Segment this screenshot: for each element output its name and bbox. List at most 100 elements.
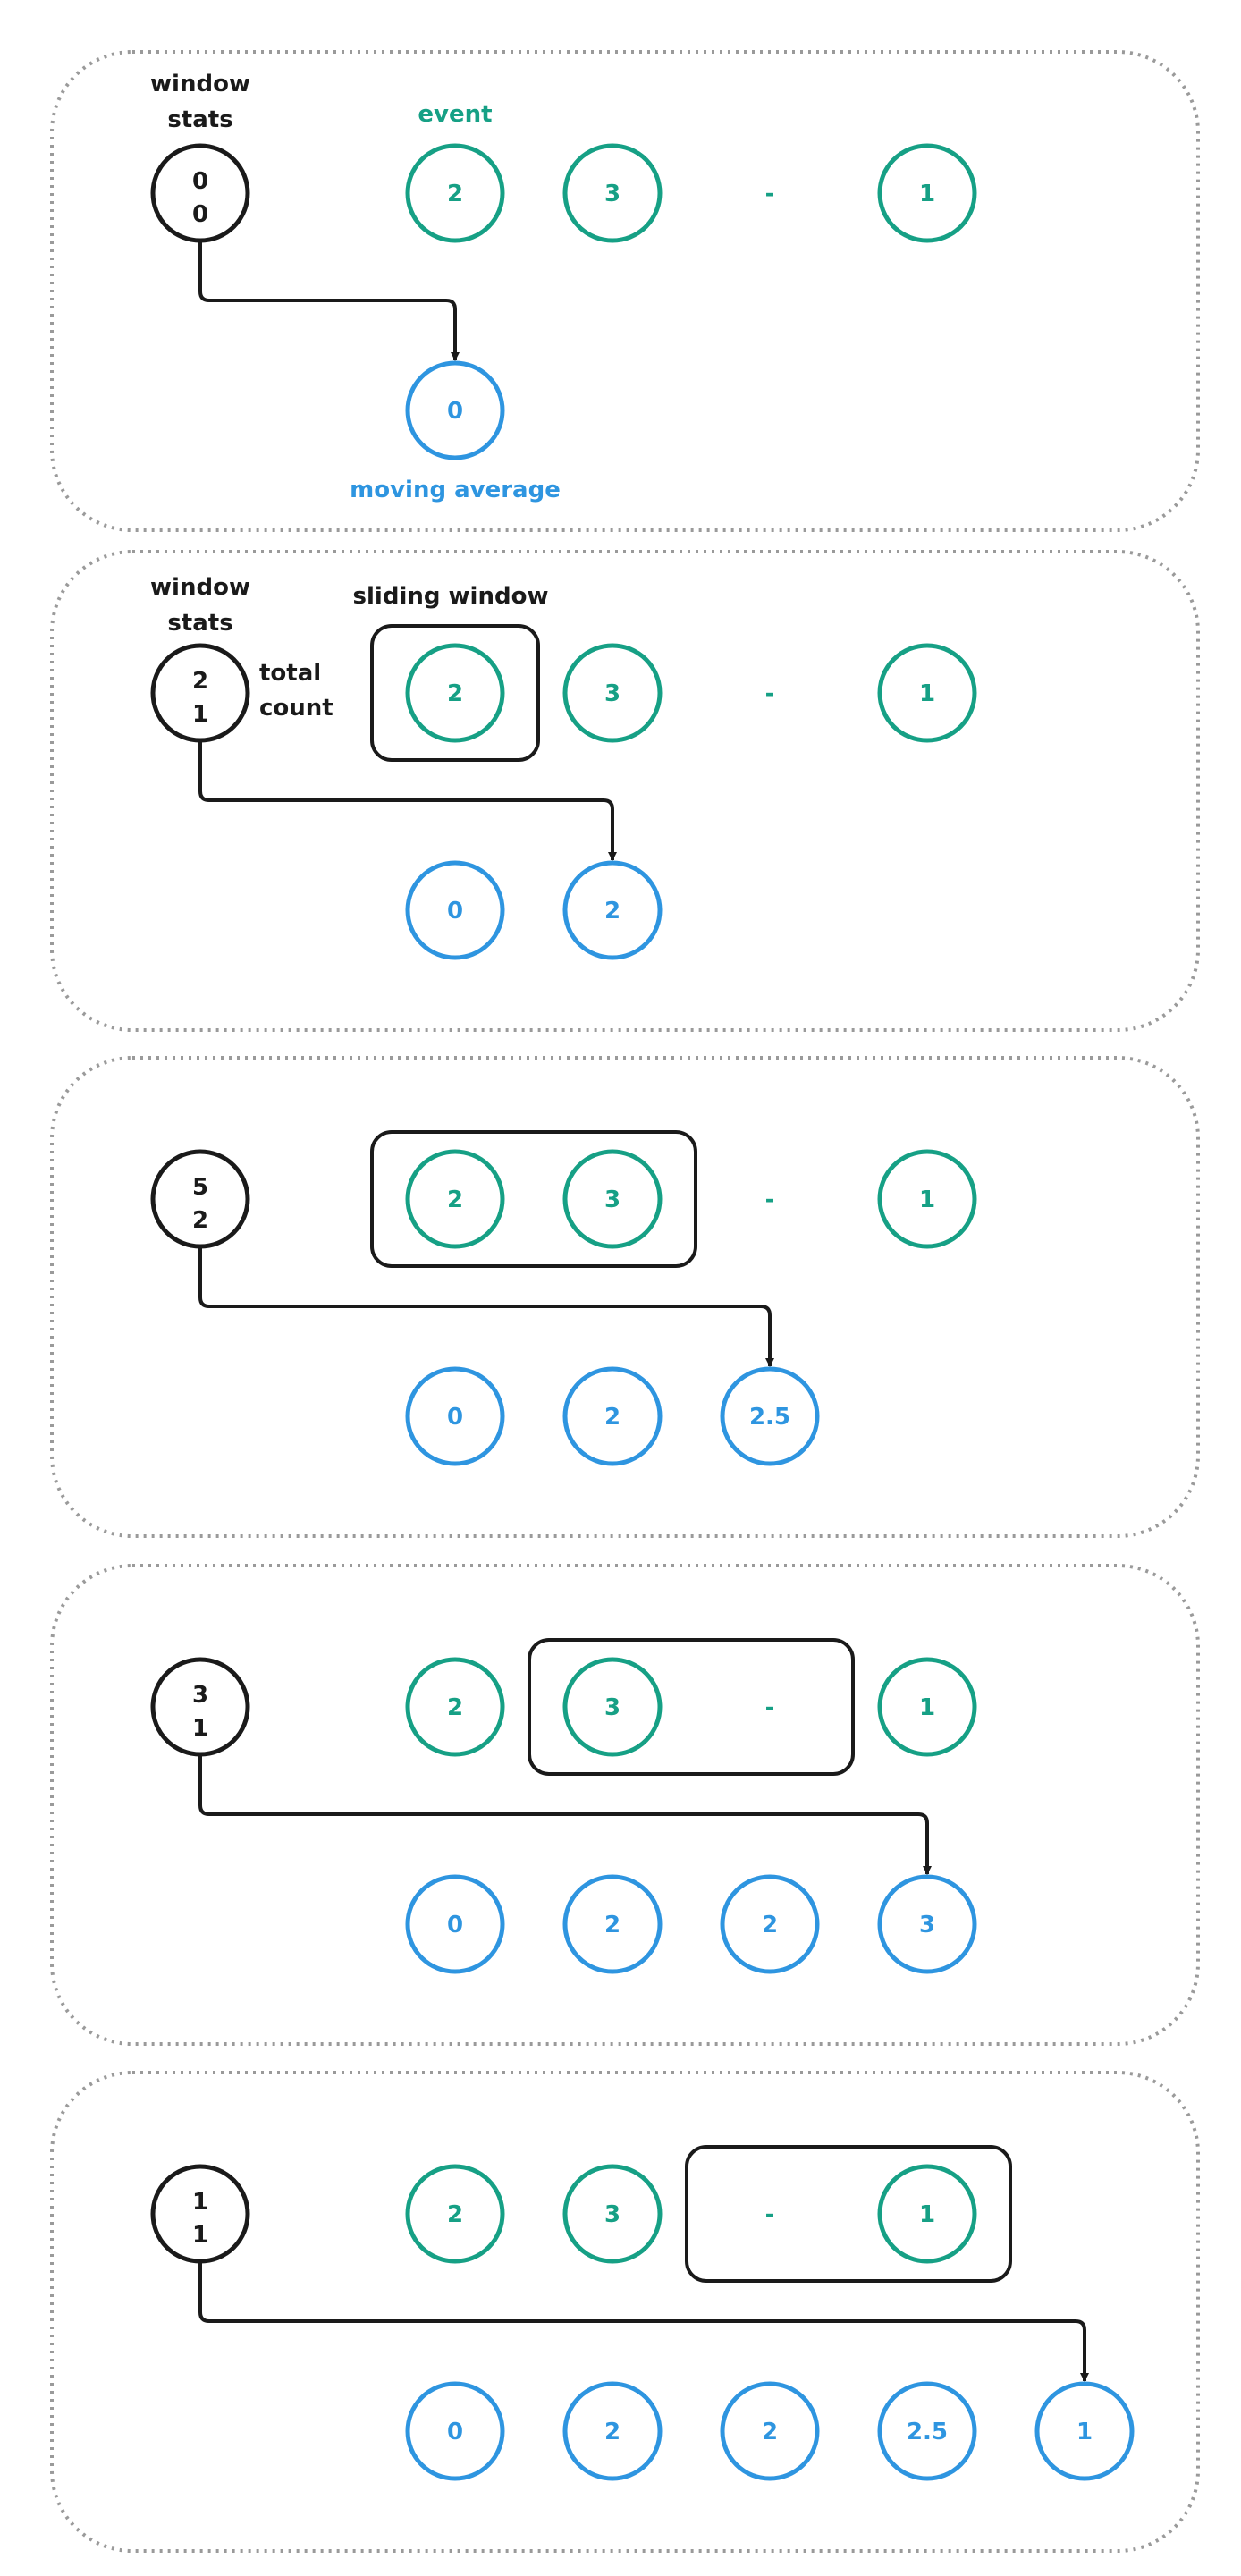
window-stats-count: 2 xyxy=(192,1207,208,1234)
panel-2-event-4: 1 xyxy=(877,643,977,743)
panel-3-average-2-value: 2 xyxy=(604,1404,620,1431)
panel-5-event-1: 2 xyxy=(405,2164,505,2264)
panel-5-average-4: 2.5 xyxy=(877,2381,977,2481)
panel-5-event-4: 1 xyxy=(877,2164,977,2264)
panel-4-sliding-window xyxy=(528,1638,855,1776)
moving-average-label: moving average xyxy=(350,477,561,503)
panel-1-average-1-value: 0 xyxy=(447,398,463,425)
panel-4-average-2: 2 xyxy=(562,1874,663,1974)
panel-1-event-2-value: 3 xyxy=(604,181,620,207)
panel-1-update-arrow xyxy=(198,241,460,361)
panel-2-average-2-value: 2 xyxy=(604,898,620,925)
panel-5-average-5: 1 xyxy=(1034,2381,1135,2481)
window-stats-total: 5 xyxy=(192,1174,208,1201)
panel-1-window-stats: 00 xyxy=(150,143,250,243)
panel-2-event-2: 3 xyxy=(562,643,663,743)
panel-2-frame xyxy=(50,550,1200,1032)
panel-2-event-4-value: 1 xyxy=(919,680,935,707)
panel-5-average-3-ring xyxy=(720,2381,820,2481)
panel-3-event-4-value: 1 xyxy=(919,1187,935,1213)
panel-5-average-4-ring xyxy=(877,2381,977,2481)
panel-2-event-1-value: 2 xyxy=(447,680,463,707)
panel-2-event-1: 2 xyxy=(405,643,505,743)
panel-4-average-3-value: 2 xyxy=(762,1912,778,1938)
panel-5-average-5-ring xyxy=(1034,2381,1135,2481)
panel-3-event-1-value: 2 xyxy=(447,1187,463,1213)
panel-4-average-4-value: 3 xyxy=(919,1912,935,1938)
panel-2-average-1: 0 xyxy=(405,860,505,960)
panel-5-average-1-value: 0 xyxy=(447,2419,463,2445)
window-stats-label-line2: stats xyxy=(167,106,232,133)
panel-4-event-2-ring xyxy=(562,1657,663,1757)
panel-1-average-1-ring xyxy=(405,360,505,460)
panel-5-average-2-value: 2 xyxy=(604,2419,620,2445)
panel-1-event-4-ring xyxy=(877,143,977,243)
panel-3-average-3: 2.5 xyxy=(720,1366,820,1466)
panel-1-event-1-ring xyxy=(405,143,505,243)
total-label: total xyxy=(259,660,321,687)
window-stats-total: 3 xyxy=(192,1682,208,1709)
panel-3-event-2-value: 3 xyxy=(604,1187,620,1213)
panel-4-event-4-ring xyxy=(877,1657,977,1757)
panel-3-average-1-ring xyxy=(405,1366,505,1466)
panel-4-update-arrow xyxy=(198,1754,932,1875)
panel-5-event-1-ring xyxy=(405,2164,505,2264)
panel-3-event-4: 1 xyxy=(877,1149,977,1249)
panel-4-average-1-value: 0 xyxy=(447,1912,463,1938)
panel-3-average-1: 0 xyxy=(405,1366,505,1466)
panel-4-window-stats: 31 xyxy=(150,1657,250,1757)
panel-4-average-1: 0 xyxy=(405,1874,505,1974)
panel-3-event-1: 2 xyxy=(405,1149,505,1249)
panel-2-average-2: 2 xyxy=(562,860,663,960)
panel-5-sliding-window xyxy=(685,2145,1012,2283)
panel-1-event-4-value: 1 xyxy=(919,181,935,207)
panel-4-event-1-ring xyxy=(405,1657,505,1757)
panel-5-event-2-value: 3 xyxy=(604,2201,620,2228)
window-stats-label-line1: window xyxy=(150,71,250,97)
window-stats-total: 2 xyxy=(192,668,208,695)
panel-4-event-4: 1 xyxy=(877,1657,977,1757)
window-stats-count: 1 xyxy=(192,1715,208,1742)
panel-5-event-4-value: 1 xyxy=(919,2201,935,2228)
panel-2-event-2-value: 3 xyxy=(604,680,620,707)
panel-5-event-missing: - xyxy=(765,2201,775,2228)
panel-4-event-2-value: 3 xyxy=(604,1694,620,1721)
panel-4-average-4: 3 xyxy=(877,1874,977,1974)
panel-4-average-3-ring xyxy=(720,1874,820,1974)
panel-3-sliding-window xyxy=(370,1130,697,1268)
window-stats-count: 1 xyxy=(192,2222,208,2249)
panel-4-event-1: 2 xyxy=(405,1657,505,1757)
panel-2-average-1-value: 0 xyxy=(447,898,463,925)
panel-4-frame xyxy=(50,1564,1200,2046)
panel-4-event-missing: - xyxy=(765,1694,775,1721)
panel-3-average-3-value: 2.5 xyxy=(749,1404,790,1431)
panel-2-event-1-ring xyxy=(405,643,505,743)
panel-5-average-2-ring xyxy=(562,2381,663,2481)
panel-5-average-1: 0 xyxy=(405,2381,505,2481)
panel-4-event-2: 3 xyxy=(562,1657,663,1757)
panel-1-event-missing: - xyxy=(765,181,775,207)
panel-5-average-2: 2 xyxy=(562,2381,663,2481)
count-label: count xyxy=(259,695,333,722)
panel-2-event-2-ring xyxy=(562,643,663,743)
panel-2-window-stats: 21 xyxy=(150,643,250,743)
window-stats-count: 0 xyxy=(192,201,208,228)
event-label: event xyxy=(418,101,492,128)
panel-5-event-2-ring xyxy=(562,2164,663,2264)
panel-2-average-2-ring xyxy=(562,860,663,960)
panel-3-event-1-ring xyxy=(405,1149,505,1249)
window-stats-total: 1 xyxy=(192,2189,208,2216)
panel-5-average-3: 2 xyxy=(720,2381,820,2481)
panel-2-sliding-window xyxy=(370,624,540,762)
panel-5-event-1-value: 2 xyxy=(447,2201,463,2228)
panel-1-event-1: 2 xyxy=(405,143,505,243)
panel-5-average-3-value: 2 xyxy=(762,2419,778,2445)
window-stats-label-line2-panel2: stats xyxy=(167,610,232,637)
panel-3-average-2: 2 xyxy=(562,1366,663,1466)
panel-4-average-4-ring xyxy=(877,1874,977,1974)
panel-4-average-2-ring xyxy=(562,1874,663,1974)
panel-3-window-stats: 52 xyxy=(150,1149,250,1249)
panel-2-event-missing: - xyxy=(765,680,775,707)
panel-4-average-1-ring xyxy=(405,1874,505,1974)
